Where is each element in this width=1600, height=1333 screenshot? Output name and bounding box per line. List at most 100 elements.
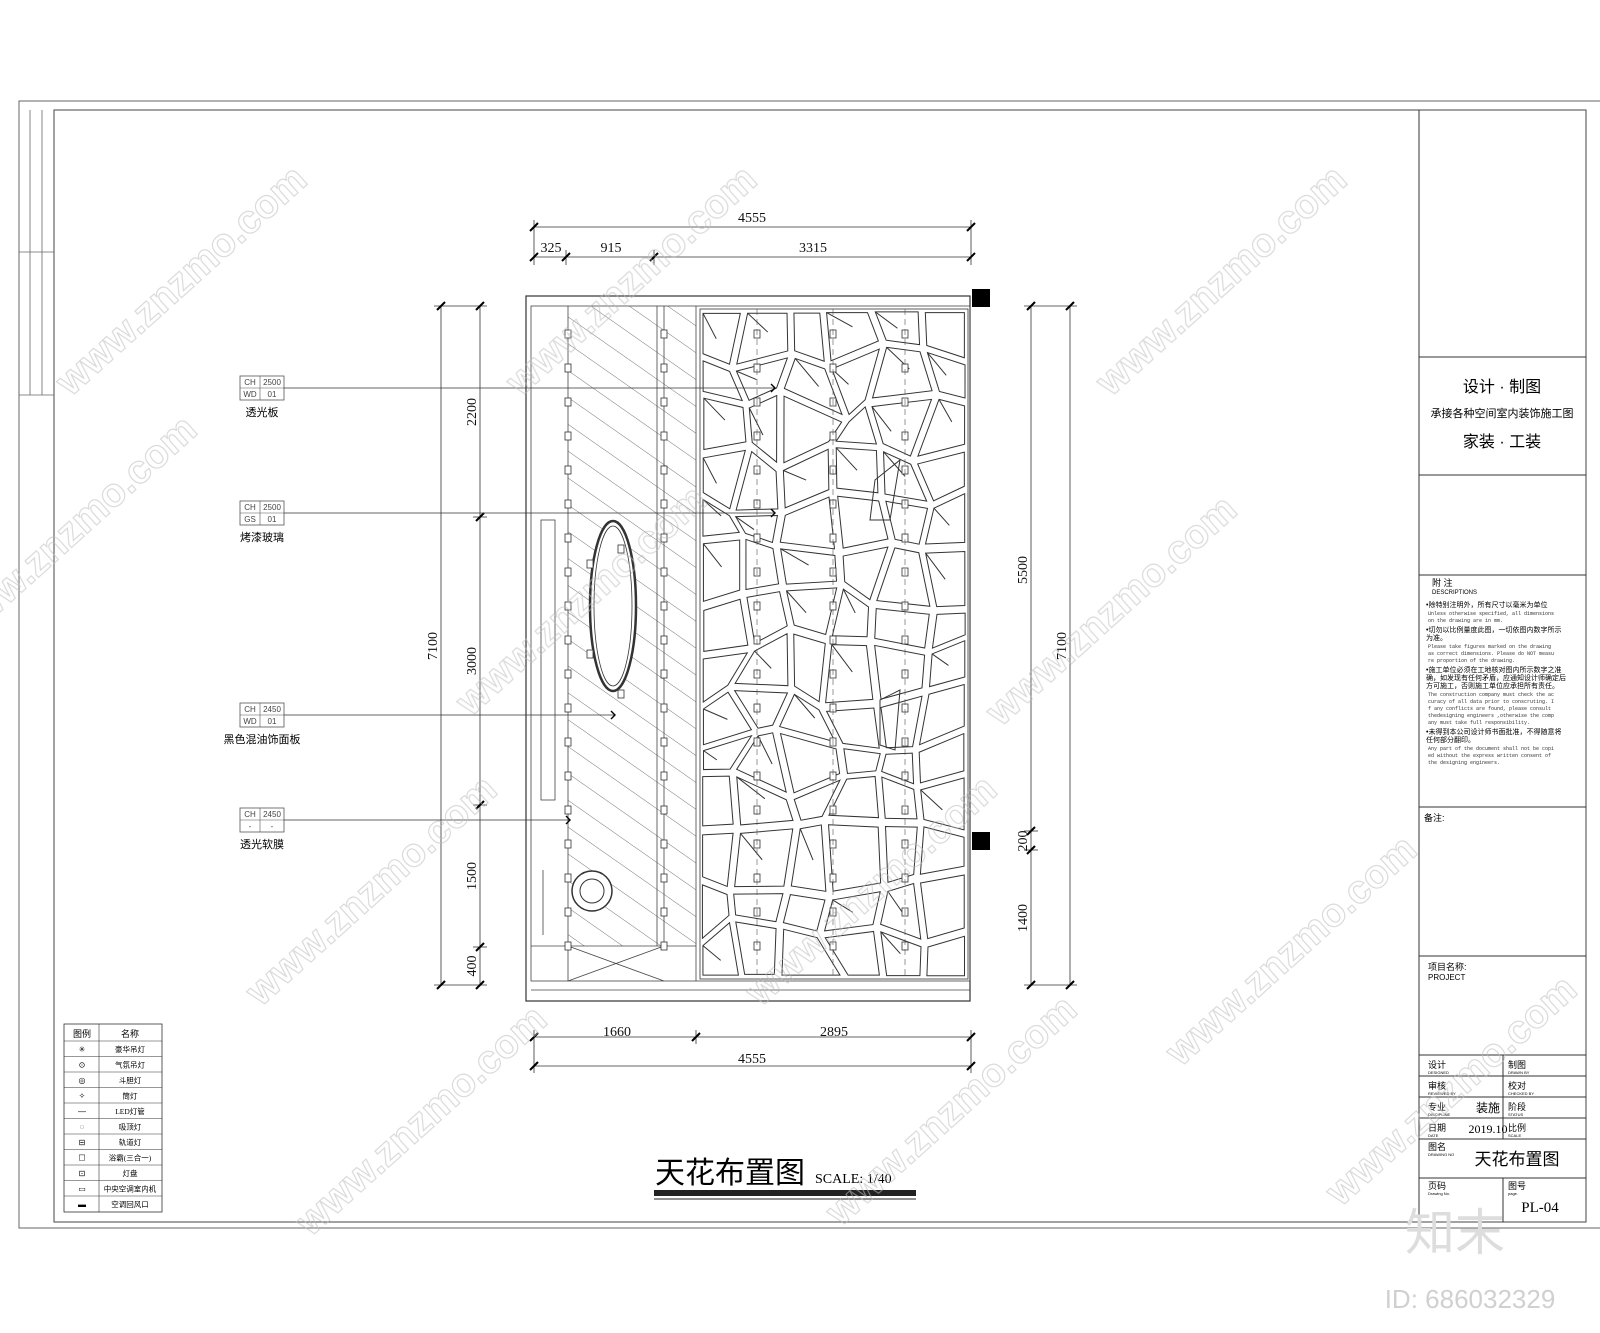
downlight-icon [660,397,668,407]
plan-inner-boundary [530,305,971,982]
downlight-icon [564,805,572,815]
crackle-tile [782,894,826,932]
crackle-line [780,548,809,566]
downlight-icon [564,499,572,509]
downlight-icon [564,635,572,645]
downlight-icon [564,771,572,781]
downlight-icon [564,601,572,611]
watermark-text: www.znzmo.com [1157,827,1426,1075]
crackle-tile [926,935,965,977]
watermark-text: www.znzmo.com [0,407,205,655]
dimension-labels: 4555 325 915 3315 1660 2895 4555 7100 22… [426,211,1070,1067]
downlight-icon [660,567,668,577]
crackle-line [794,694,816,719]
crackle-tile [793,779,841,821]
crackle-tile [703,734,753,771]
company-line-1: 设计 · 制图 [1463,378,1541,396]
project-label-en: PROJECT [1428,973,1465,982]
crackle-tile [703,598,749,652]
crackle-line [783,470,807,481]
callout-code_value: 01 [268,717,277,726]
note-en: any must take full responsibility. [1428,720,1530,726]
callout-label: 透光软膜 [240,837,284,851]
note-cn: 任何部分翻印。 [1426,735,1475,744]
left-strip [19,110,54,396]
crackle-tile [734,828,794,888]
dim-left-seg-1: 2200 [465,398,480,426]
drawing-name-label-en: DRAWING NO [1428,1152,1454,1157]
crackle-line [920,789,943,811]
crackle-line [736,370,757,381]
note-en: Unless otherwise specified, all dimensio… [1428,611,1554,617]
legend-header-symbol: 图例 [73,1028,91,1039]
notes-title-en: DESCRIPTIONS [1432,590,1477,596]
downlight-icon [660,431,668,441]
crackle-tile [783,357,843,416]
downlight-icon [660,873,668,883]
crackle-tile [881,752,915,785]
crackle-line [747,312,769,333]
tb-l2: 制图 [1508,1059,1526,1070]
note-cn: 方可施工，否则施工单位应承担所有责任。 [1426,681,1559,690]
crackle-tile [702,449,747,510]
page-no-label: 图号 [1508,1181,1526,1191]
downlight-icon [564,737,572,747]
downlight-icon [660,601,668,611]
crackle-tile [733,893,784,923]
crackle-tile [790,824,827,892]
callout-ch_value: 2500 [263,503,281,512]
tb-l2_en: STATUS [1508,1112,1524,1117]
downlight-icon [660,669,668,679]
dim-bottom-total: 4555 [738,1052,766,1067]
crackle-line [927,352,947,376]
dim-bottom-seg-2: 2895 [820,1025,848,1040]
tb-l1_en: DESIGNED [1428,1070,1449,1075]
notes-list: •除特别注明外，所有尺寸以毫米为单位 Unless otherwise speci… [1426,600,1566,766]
crackle-tile [931,612,966,649]
crackle-line [835,447,858,471]
crackle-tile [736,312,789,365]
note-cn: •除特别注明外，所有尺寸以毫米为单位 [1426,600,1547,609]
company-line-3: 家装 · 工装 [1463,433,1541,451]
title-block-text: 设计 · 制图 承接各种空间室内装饰施工图 家装 · 工装 附 注 DESCRI… [1424,378,1574,1216]
oval-pendant-light [588,519,638,693]
legend-symbol-icon: ▬ [78,1200,86,1209]
crackle-tile [874,608,930,649]
drawing-title: 天花布置图 [655,1157,805,1190]
dashed-lines [756,309,906,979]
crackle-line [703,708,728,720]
watermark-text: www.znzmo.com [977,487,1246,735]
round-ceiling-light [571,870,613,912]
crackle-tile [702,652,749,703]
downlight-icon [564,703,572,713]
legend-row-name: LED灯管 [115,1106,145,1116]
callout-code_value: 01 [268,390,277,399]
note-cn: 为准。 [1426,633,1447,642]
crackle-tile [885,500,929,545]
crackle-line [880,931,901,955]
crackle-tile [835,406,878,445]
dim-left-seg-2: 3000 [465,647,480,675]
callout-ch_value: 2450 [263,705,281,714]
downlight-icon [660,907,668,917]
crackle-tile [928,639,966,688]
crackle-tile [745,538,780,591]
callout-label: 烤漆玻璃 [240,530,284,544]
downlight-icon [660,635,668,645]
crackle-tile [918,683,965,746]
crackle-line [887,891,905,916]
crackle-tile [702,498,741,537]
drawing-title-group: 天花布置图 SCALE: 1/40 [654,1157,916,1200]
crackle-tile [748,394,778,464]
crackle-tile [828,775,880,819]
company-line-2: 承接各种空间室内装饰施工图 [1431,406,1574,420]
callout-ch: CH [244,503,256,512]
crackle-tile [735,450,779,511]
page-code-label-en: Drawing No. [1428,1191,1450,1196]
page-no-label-en: page. [1508,1191,1518,1196]
